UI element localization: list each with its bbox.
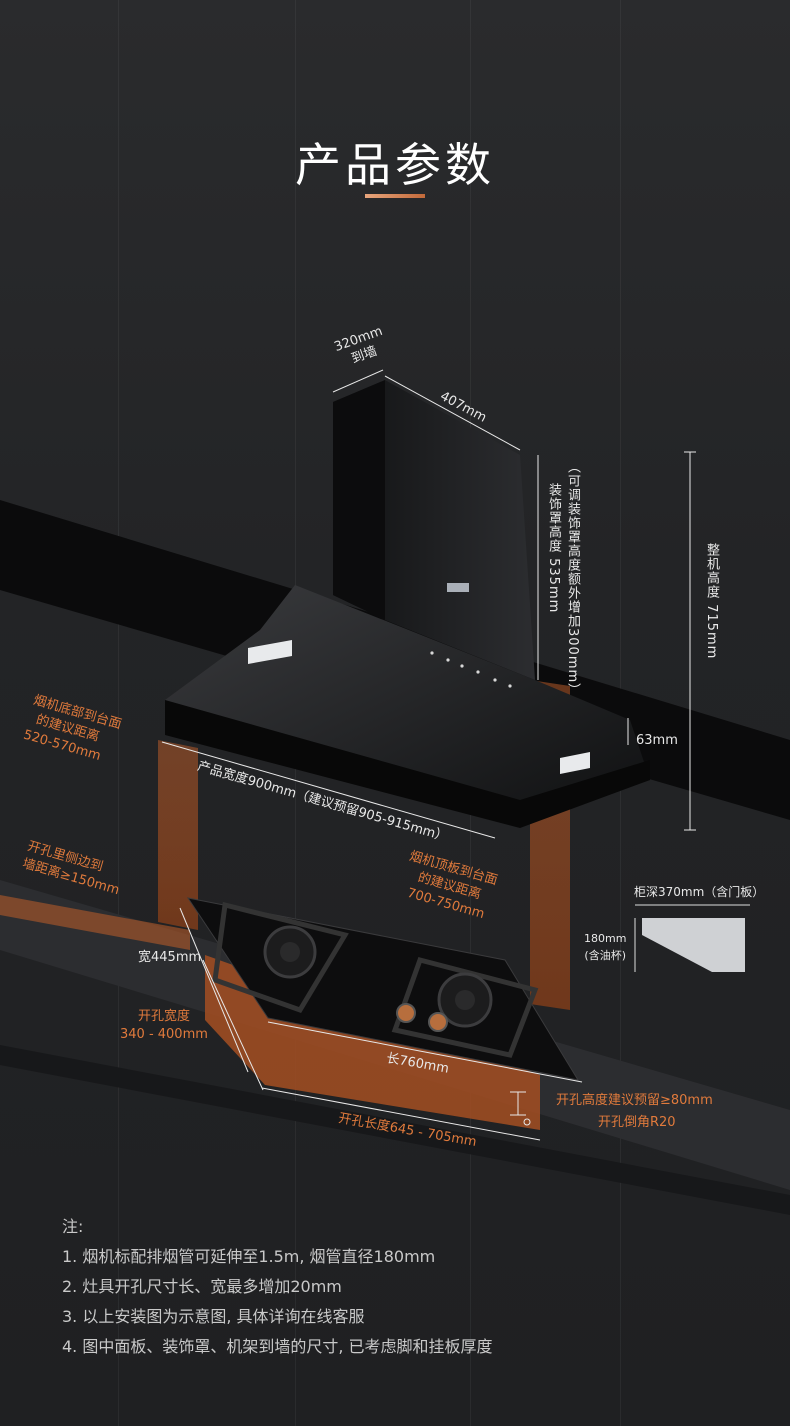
knob-right-icon — [428, 1012, 448, 1032]
cabinet-lip-label: 180mm (含油杯) — [584, 930, 626, 964]
cabinet-depth-label: 柜深370mm（含门板） — [634, 885, 765, 899]
cut-width-label: 开孔宽度 340 - 400mm — [120, 1008, 208, 1044]
wall-panel-seam — [118, 0, 119, 1426]
cover-side — [333, 380, 385, 620]
dimension-lines — [161, 369, 696, 1141]
cut-width-caption: 开孔宽度 — [137, 1009, 190, 1024]
page-title: 产品参数 — [295, 137, 495, 192]
brand-badge-icon — [447, 583, 469, 592]
panel-height-label: 63mm — [636, 733, 678, 748]
countertop-shadow — [0, 1045, 790, 1215]
notes-heading: 注: — [62, 1217, 84, 1236]
note-item: 4. 图中面板、装饰罩、机架到墙的尺寸, 已考虑脚和挂板厚度 — [62, 1337, 493, 1356]
cut-width-value: 340 - 400mm — [120, 1027, 208, 1042]
bottom-clearance-column — [158, 740, 198, 930]
notes-section: 注: 1. 烟机标配排烟管可延伸至1.5m, 烟管直径180mm 2. 灶具开孔… — [62, 1212, 493, 1362]
title-accent-bar — [365, 194, 425, 198]
cabinet-section-icon — [642, 918, 745, 972]
burner-right-cap — [455, 990, 475, 1010]
touch-controls — [430, 651, 512, 688]
knob-left-icon — [396, 1003, 416, 1023]
cut-corner-label: 开孔倒角R20 — [598, 1115, 676, 1130]
note-item: 3. 以上安装图为示意图, 具体详询在线客服 — [62, 1307, 365, 1326]
cover-height-label: 装饰罩高度 535mm — [546, 483, 561, 614]
cover-adjust-note: （可调装饰罩高度额外增加300mm） — [565, 460, 580, 698]
note-item: 2. 灶具开孔尺寸长、宽最多增加20mm — [62, 1277, 342, 1296]
stove-width-label: 宽445mm — [138, 950, 202, 965]
cabinet-lip-value: 180mm — [584, 932, 627, 945]
hood-light-right — [560, 752, 590, 774]
hood-light-left — [248, 640, 292, 664]
burner-left-cap — [280, 942, 300, 962]
wall-clearance-band — [0, 895, 190, 950]
total-height-label: 整机高度 715mm — [704, 543, 719, 660]
cabinet-lip-note: (含油杯) — [584, 949, 627, 962]
cut-height-label: 开孔高度建议预留≥80mm — [556, 1093, 713, 1108]
note-item: 1. 烟机标配排烟管可延伸至1.5m, 烟管直径180mm — [62, 1247, 436, 1266]
corner-radius-marker — [523, 1118, 531, 1126]
